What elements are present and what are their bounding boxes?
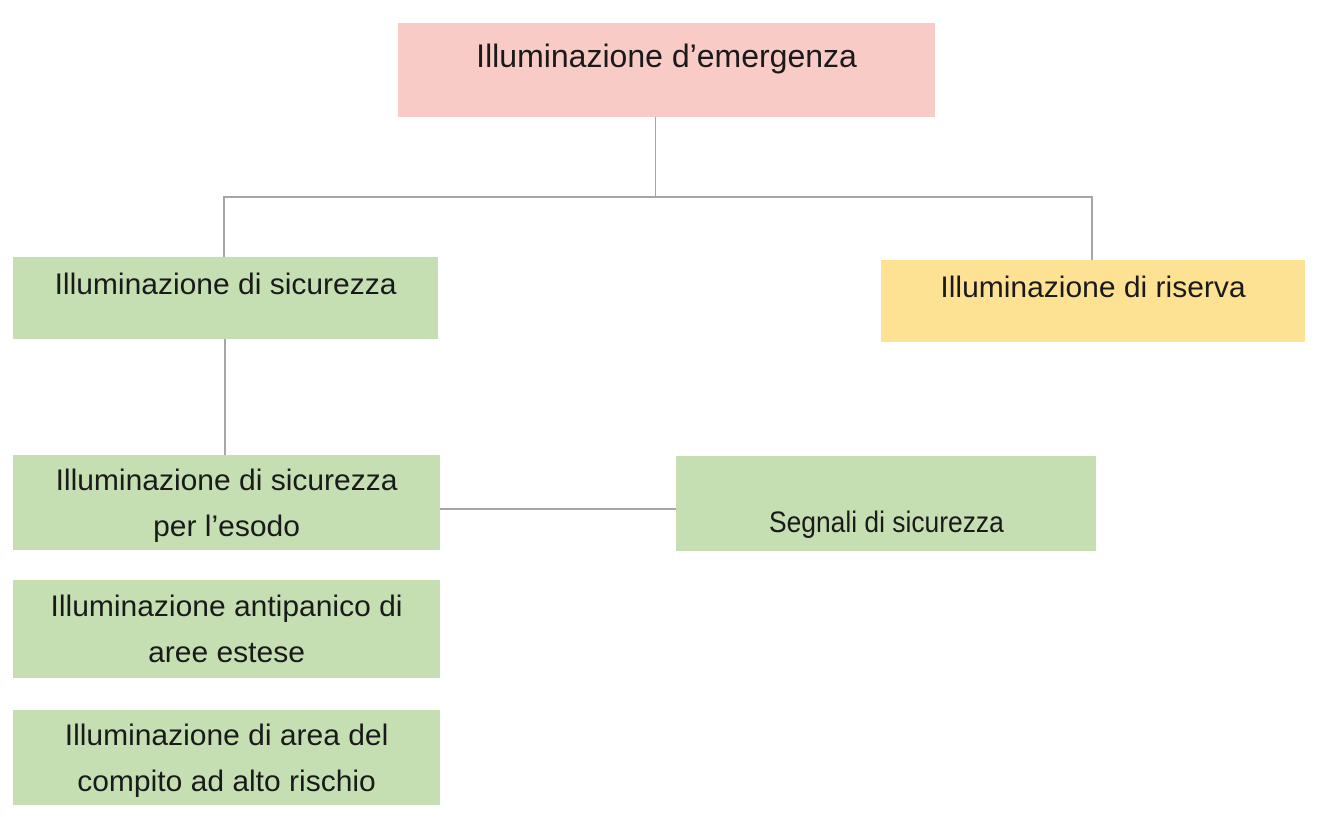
- node-illuminazione-demergenza: Illuminazione d’emergenza: [398, 23, 935, 117]
- node-illuminazione-antipanico: Illuminazione antipanico di aree estese: [13, 580, 440, 678]
- connector-sicurezza-esodo: [224, 339, 226, 455]
- connector-sicurezza-drop: [223, 196, 225, 258]
- connector-level2-horizontal: [223, 196, 1092, 198]
- connector-root-vertical: [654, 117, 656, 197]
- node-illuminazione-area-alto-rischio: Illuminazione di area del compito ad alt…: [13, 710, 440, 805]
- node-illuminazione-sicurezza-esodo: Illuminazione di sicurezza per l’esodo: [13, 455, 440, 550]
- node-segnali-di-sicurezza: Segnali di sicurezza: [676, 456, 1096, 551]
- node-illuminazione-di-riserva: Illuminazione di riserva: [881, 260, 1305, 342]
- node-segnali-label: Segnali di sicurezza: [768, 506, 1004, 539]
- connector-riserva-drop: [1091, 196, 1093, 261]
- node-illuminazione-di-sicurezza: Illuminazione di sicurezza: [13, 257, 438, 339]
- connector-esodo-segnali: [440, 508, 676, 510]
